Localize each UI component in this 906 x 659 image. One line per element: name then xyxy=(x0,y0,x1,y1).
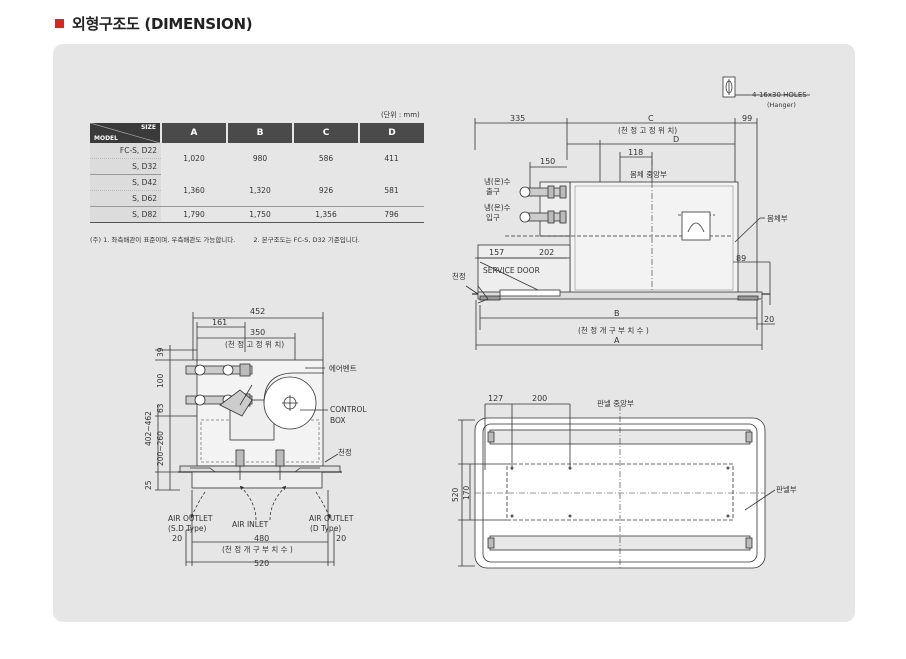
dim-127: 127 xyxy=(488,394,503,403)
dim-480: 480 xyxy=(254,534,269,543)
model-cell: S, D32 xyxy=(90,158,161,175)
air-outlet-right-label-2: (D Type) xyxy=(310,524,341,533)
front-view-labels: 452 161 350 (천 정 고 정 위 치) 에어벤트 CONTROL B… xyxy=(144,307,367,568)
col-header-c: C xyxy=(293,123,360,143)
front-ceiling-fix-label: (천 정 고 정 위 치) xyxy=(225,339,284,349)
dim-v-520: 520 xyxy=(451,487,460,502)
value-cell: 1,790 xyxy=(161,206,227,223)
side-view-labels: 4-16x30 HOLES (Hanger) 335 C 99 (천 정 고 정… xyxy=(452,91,807,345)
value-cell: 586 xyxy=(318,154,334,164)
dim-v-39: 39 xyxy=(156,347,165,357)
return-label-1: 냉(온)수 xyxy=(484,202,511,212)
air-outlet-left-label-1: AIR OUTLET xyxy=(168,514,213,523)
model-cell: S, D82 xyxy=(90,206,161,223)
footnote-2: 2. 본구조도는 FC-S, D32 기준입니다. xyxy=(253,236,360,244)
table-corner-header: SIZE MODEL xyxy=(90,123,162,143)
dim-350: 350 xyxy=(250,328,265,337)
dim-d: D xyxy=(673,135,679,144)
col-header-b: B xyxy=(227,123,294,143)
size-header: SIZE xyxy=(140,124,156,131)
model-cell: S, D42 xyxy=(90,174,161,191)
control-box-label-2: BOX xyxy=(330,416,346,425)
table-row: FC-S, D22 1,020 980 586 411 xyxy=(90,143,424,163)
dim-v-63: 63 xyxy=(156,403,165,413)
air-outlet-left-label-2: (S.D Type) xyxy=(168,524,206,533)
dim-200: 200 xyxy=(532,394,547,403)
front-view xyxy=(155,312,342,566)
dim-v-170: 170 xyxy=(462,485,471,500)
air-inlet-label: AIR INLET xyxy=(232,520,269,529)
footnote-1: (주) 1. 좌측배관이 표준이며, 우측배관도 가능합니다. xyxy=(90,236,236,244)
dim-v-100: 100 xyxy=(156,373,165,388)
model-header: MODEL xyxy=(94,135,118,142)
table-row: S, D62 xyxy=(90,190,424,207)
service-door-label: SERVICE DOOR xyxy=(483,266,540,275)
panel-center-label: 판넬 중앙부 xyxy=(597,398,634,408)
dim-520: 520 xyxy=(254,559,269,568)
hanger-label: 4-16x30 HOLES xyxy=(752,91,807,99)
supply-label-2: 출구 xyxy=(486,186,500,196)
body-center-label: 몸체 중앙부 xyxy=(630,169,667,179)
dim-99: 99 xyxy=(742,114,752,123)
page-header: 외형구조도 (DIMENSION) xyxy=(55,12,253,34)
dim-v-200-260: 200~260 xyxy=(156,431,165,466)
dim-v-25: 25 xyxy=(144,480,153,490)
dim-20-left: 20 xyxy=(172,534,182,543)
dim-150: 150 xyxy=(540,157,555,166)
side-view xyxy=(465,76,810,350)
front-ceiling-opening-label: (천 정 개 구 부 치 수 ) xyxy=(222,544,293,554)
value-cell: 1,320 xyxy=(227,174,293,207)
dim-89: 89 xyxy=(736,254,746,263)
dimension-table: SIZE MODEL A B C D FC-S, D22 1,020 980 5… xyxy=(90,123,424,223)
page-title: 외형구조도 (DIMENSION) xyxy=(72,14,253,33)
return-label-2: 입구 xyxy=(486,213,500,222)
value-cell: 796 xyxy=(359,206,424,223)
table-row: S, D82 1,790 1,750 1,356 796 xyxy=(90,206,424,223)
unit-note: (단위 : mm) xyxy=(381,111,420,119)
dim-452: 452 xyxy=(250,307,265,316)
control-box-label-1: CONTROL xyxy=(330,405,367,414)
plan-view xyxy=(458,403,776,570)
dim-a: A xyxy=(614,336,620,345)
dim-20-side: 20 xyxy=(764,315,774,324)
dim-b: B xyxy=(614,309,620,318)
model-cell: FC-S, D22 xyxy=(90,143,161,159)
col-header-a: A xyxy=(161,123,228,143)
dim-202: 202 xyxy=(539,248,554,257)
front-ceiling-label: 천정 xyxy=(338,447,352,457)
supply-label-1: 냉(온)수 xyxy=(484,176,511,186)
side-ceiling-label: 천정 xyxy=(452,271,466,281)
hanger-sub-label: (Hanger) xyxy=(767,101,796,109)
value-cell: 926 xyxy=(293,174,359,207)
air-vent-label: 에어벤트 xyxy=(329,363,357,373)
table-row: S, D42 1,360 1,320 926 581 xyxy=(90,174,424,207)
dim-335: 335 xyxy=(510,114,525,123)
side-ceiling-fix-label: (천 정 고 정 위 치) xyxy=(618,125,677,135)
value-cell: 1,020 xyxy=(183,154,205,164)
body-label: 몸체부 xyxy=(767,213,788,223)
hanger-icon xyxy=(722,76,810,98)
value-cell: 1,750 xyxy=(227,206,293,223)
dim-161: 161 xyxy=(212,318,227,327)
dim-v-402-462: 402~462 xyxy=(144,411,153,446)
dim-118: 118 xyxy=(628,148,643,157)
col-header-d: D xyxy=(359,123,424,143)
dim-c: C xyxy=(648,114,654,123)
dim-157: 157 xyxy=(489,248,504,257)
table-row: S, D32 xyxy=(90,158,424,175)
title-marker xyxy=(55,18,64,28)
value-cell: 980 xyxy=(252,154,268,164)
plan-view-labels: 127 200 판넬 중앙부 판넬부 520 170 xyxy=(451,394,797,502)
side-ceiling-opening-label: (천 정 개 구 부 치 수 ) xyxy=(578,325,649,335)
model-cell: S, D62 xyxy=(90,190,161,207)
dim-20-right: 20 xyxy=(336,534,346,543)
value-cell: 581 xyxy=(359,174,424,207)
value-cell: 1,360 xyxy=(161,174,227,207)
value-cell: 1,356 xyxy=(293,206,359,223)
panel-label: 판넬부 xyxy=(776,485,797,494)
value-cell: 411 xyxy=(384,154,399,164)
table-footnote: (주) 1. 좌측배관이 표준이며, 우측배관도 가능합니다. 2. 본구조도는… xyxy=(90,234,376,244)
air-outlet-right-label-1: AIR OUTLET xyxy=(309,514,354,523)
